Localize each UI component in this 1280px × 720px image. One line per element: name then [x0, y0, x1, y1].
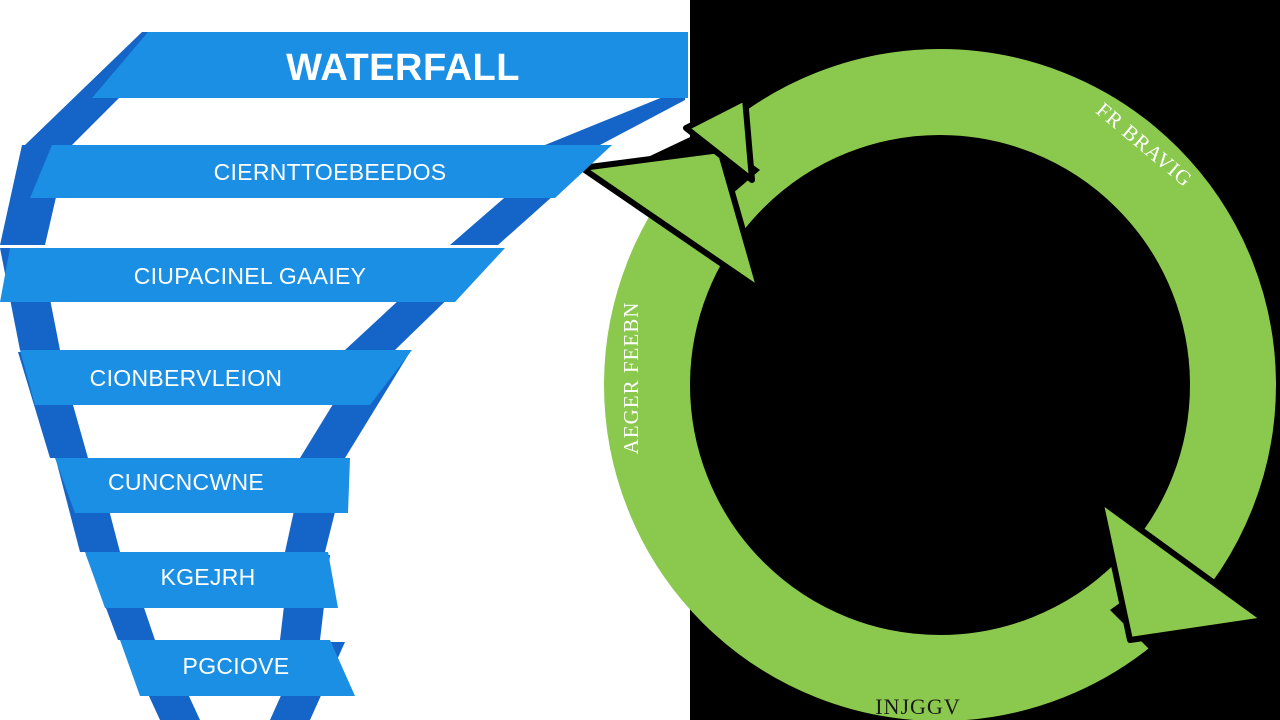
agile-arrowhead-lower-right: [1097, 497, 1268, 643]
agile-arrowhead-top: [683, 95, 755, 183]
waterfall-band-4: [55, 458, 350, 513]
waterfall-band-3: [20, 350, 412, 405]
waterfall-step-2: CIUPACINEL GAAIEY: [134, 263, 367, 289]
waterfall-step-3: CIONBERVLEION: [90, 365, 283, 391]
waterfall-band-5: [85, 552, 338, 608]
waterfall-title: WATERFALL: [286, 47, 520, 89]
agile-arrowhead-upper-left: [579, 147, 763, 293]
waterfall-step-4: CUNCNCWNE: [108, 469, 264, 495]
waterfall-band-2: [0, 248, 505, 302]
agile-label-left: AEGER FEEBN: [619, 302, 643, 455]
waterfall-step-5: KGEJRH: [160, 564, 255, 590]
agile-cycle-ring: [604, 49, 1276, 720]
waterfall-title-band: [92, 32, 688, 98]
waterfall-band-1: [30, 145, 612, 198]
waterfall-bands: [0, 32, 688, 696]
waterfall-band-6: [120, 640, 355, 696]
waterfall-step-1: CIERNTTOEBEEDOS: [214, 159, 447, 185]
fold-right-1: [545, 88, 685, 145]
waterfall-step-6: PGCIOVE: [183, 653, 290, 679]
agile-label-bottom: INJGGV: [875, 694, 960, 719]
